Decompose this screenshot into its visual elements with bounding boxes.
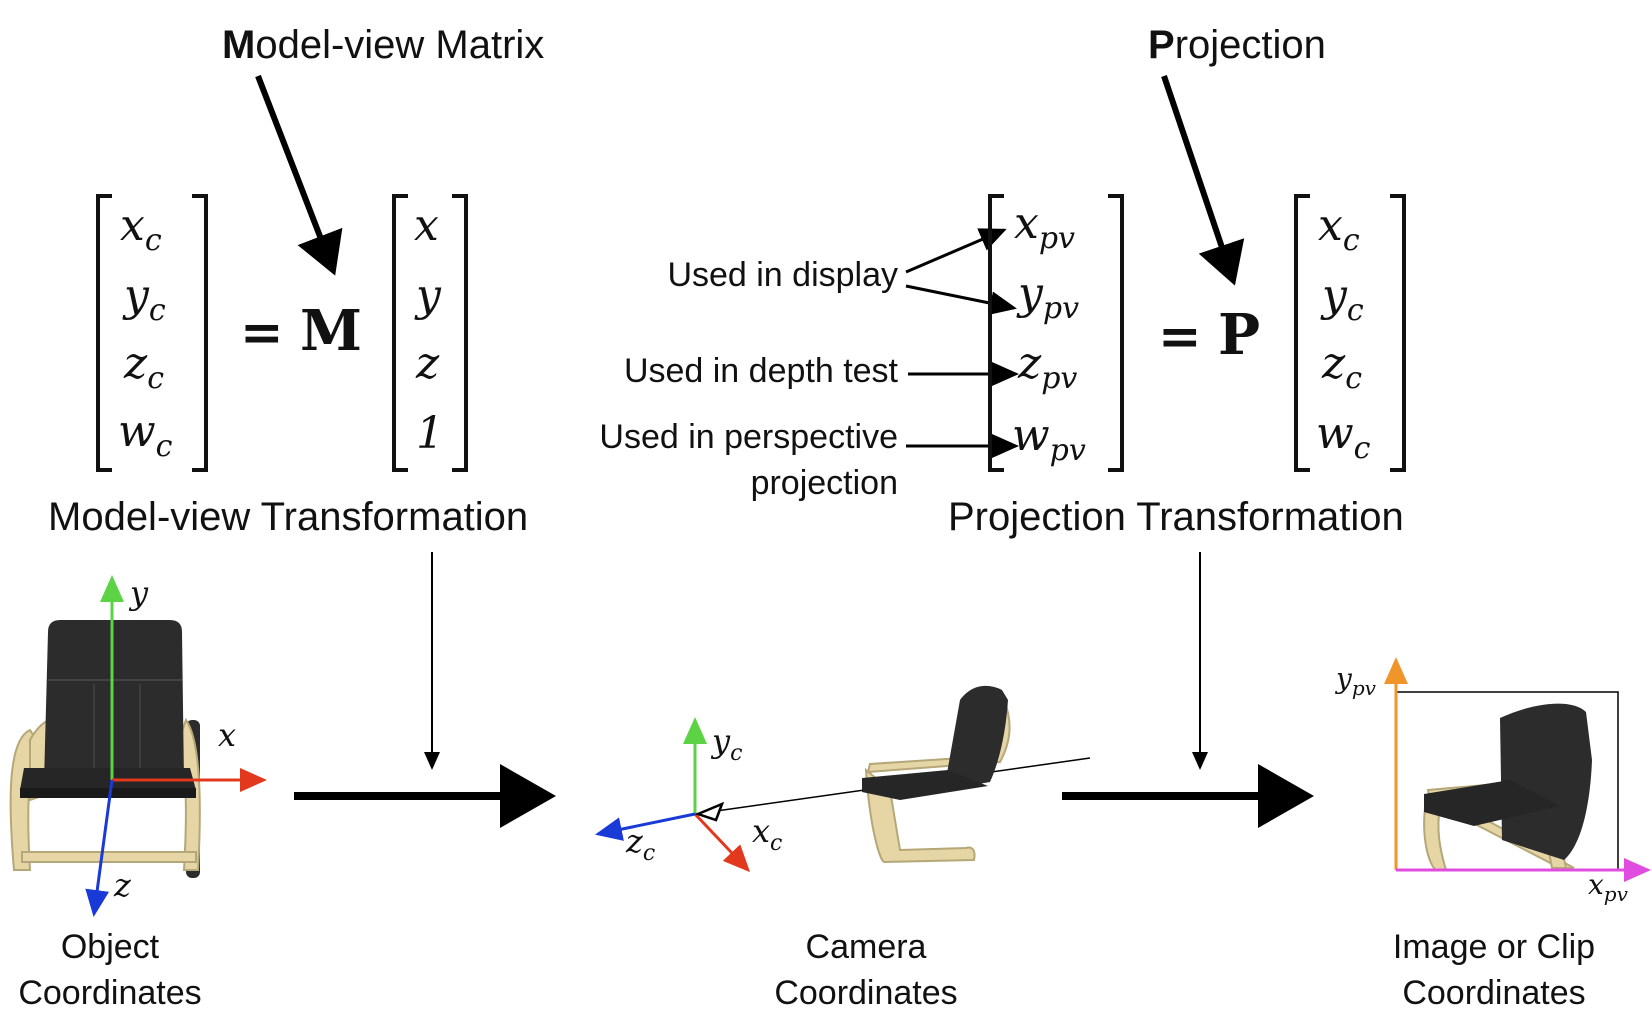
vector-entry: x [414,200,439,251]
annotation-depth: Used in depth test [624,352,899,390]
camera-y-label: yc [710,722,742,766]
display-arrow-y [905,284,1017,315]
camera-caption-line1: Camera [806,928,927,966]
image-chair [1423,703,1592,871]
matrix-P: P [1218,302,1260,368]
annotation-display: Used in display [667,256,898,294]
vector-entry: xc [120,200,162,258]
vector-entry: wc [118,406,173,464]
image-frame [1396,691,1619,870]
projection-arrow [1161,75,1245,286]
camera-z-axis [595,812,696,841]
vector-entry: zc [1321,338,1362,396]
display-arrow-x [905,228,1007,274]
vector-entry: zpv [1017,338,1077,396]
vector-entry: z [415,338,440,389]
object-z-label: z [113,866,132,904]
camera-frustum-icon [694,801,725,822]
vector-entry: 1 [416,408,444,459]
annotation-perspective-line2: projection [751,464,898,502]
vector-entry: yc [122,270,166,328]
vector-entry: zc [123,338,164,396]
matrix-M: M [300,298,362,364]
vector-entry: wc [1316,408,1371,466]
object-chair [9,620,201,878]
modelview-caption: Model-view Transformation [48,495,528,539]
camera-x-axis [693,812,751,873]
image-y-label: ypv [1334,662,1377,700]
equation-projection: xpv ypv zpv wpv = P xc yc zc wc [988,194,1406,472]
equals-sign: = [1158,306,1202,367]
equation-modelview: xc yc zc wc = M x y z 1 [96,194,468,472]
image-x-label: xpv [1588,868,1629,906]
projection-caption: Projection Transformation [948,495,1404,539]
vector-entry: yc [1320,270,1364,328]
image-caption-line2: Coordinates [1402,974,1585,1012]
annotation-perspective-line1: Used in perspective [599,418,898,456]
vector-entry: xpv [1014,198,1075,256]
object-x-label: x [218,716,236,754]
object-y-label: y [128,574,149,612]
vector-entry: xc [1318,200,1360,258]
camera-chair [862,685,1011,864]
vector-entry: y [414,270,442,321]
image-caption-line1: Image or Clip [1393,928,1595,966]
object-z-axis [85,779,114,917]
camera-x-label: xc [752,812,782,856]
modelview-matrix-header: Model-view Matrix [222,23,544,67]
projection-header: Projection [1148,23,1326,67]
camera-caption-line2: Coordinates [774,974,957,1012]
equals-sign: = [240,302,284,363]
modelview-matrix-arrow [255,74,343,276]
camera-z-label: zc [625,822,655,866]
object-caption-line1: Object [61,928,160,966]
vector-entry: ypv [1016,268,1079,326]
object-caption-line2: Coordinates [18,974,201,1012]
vector-entry: wpv [1012,410,1086,468]
